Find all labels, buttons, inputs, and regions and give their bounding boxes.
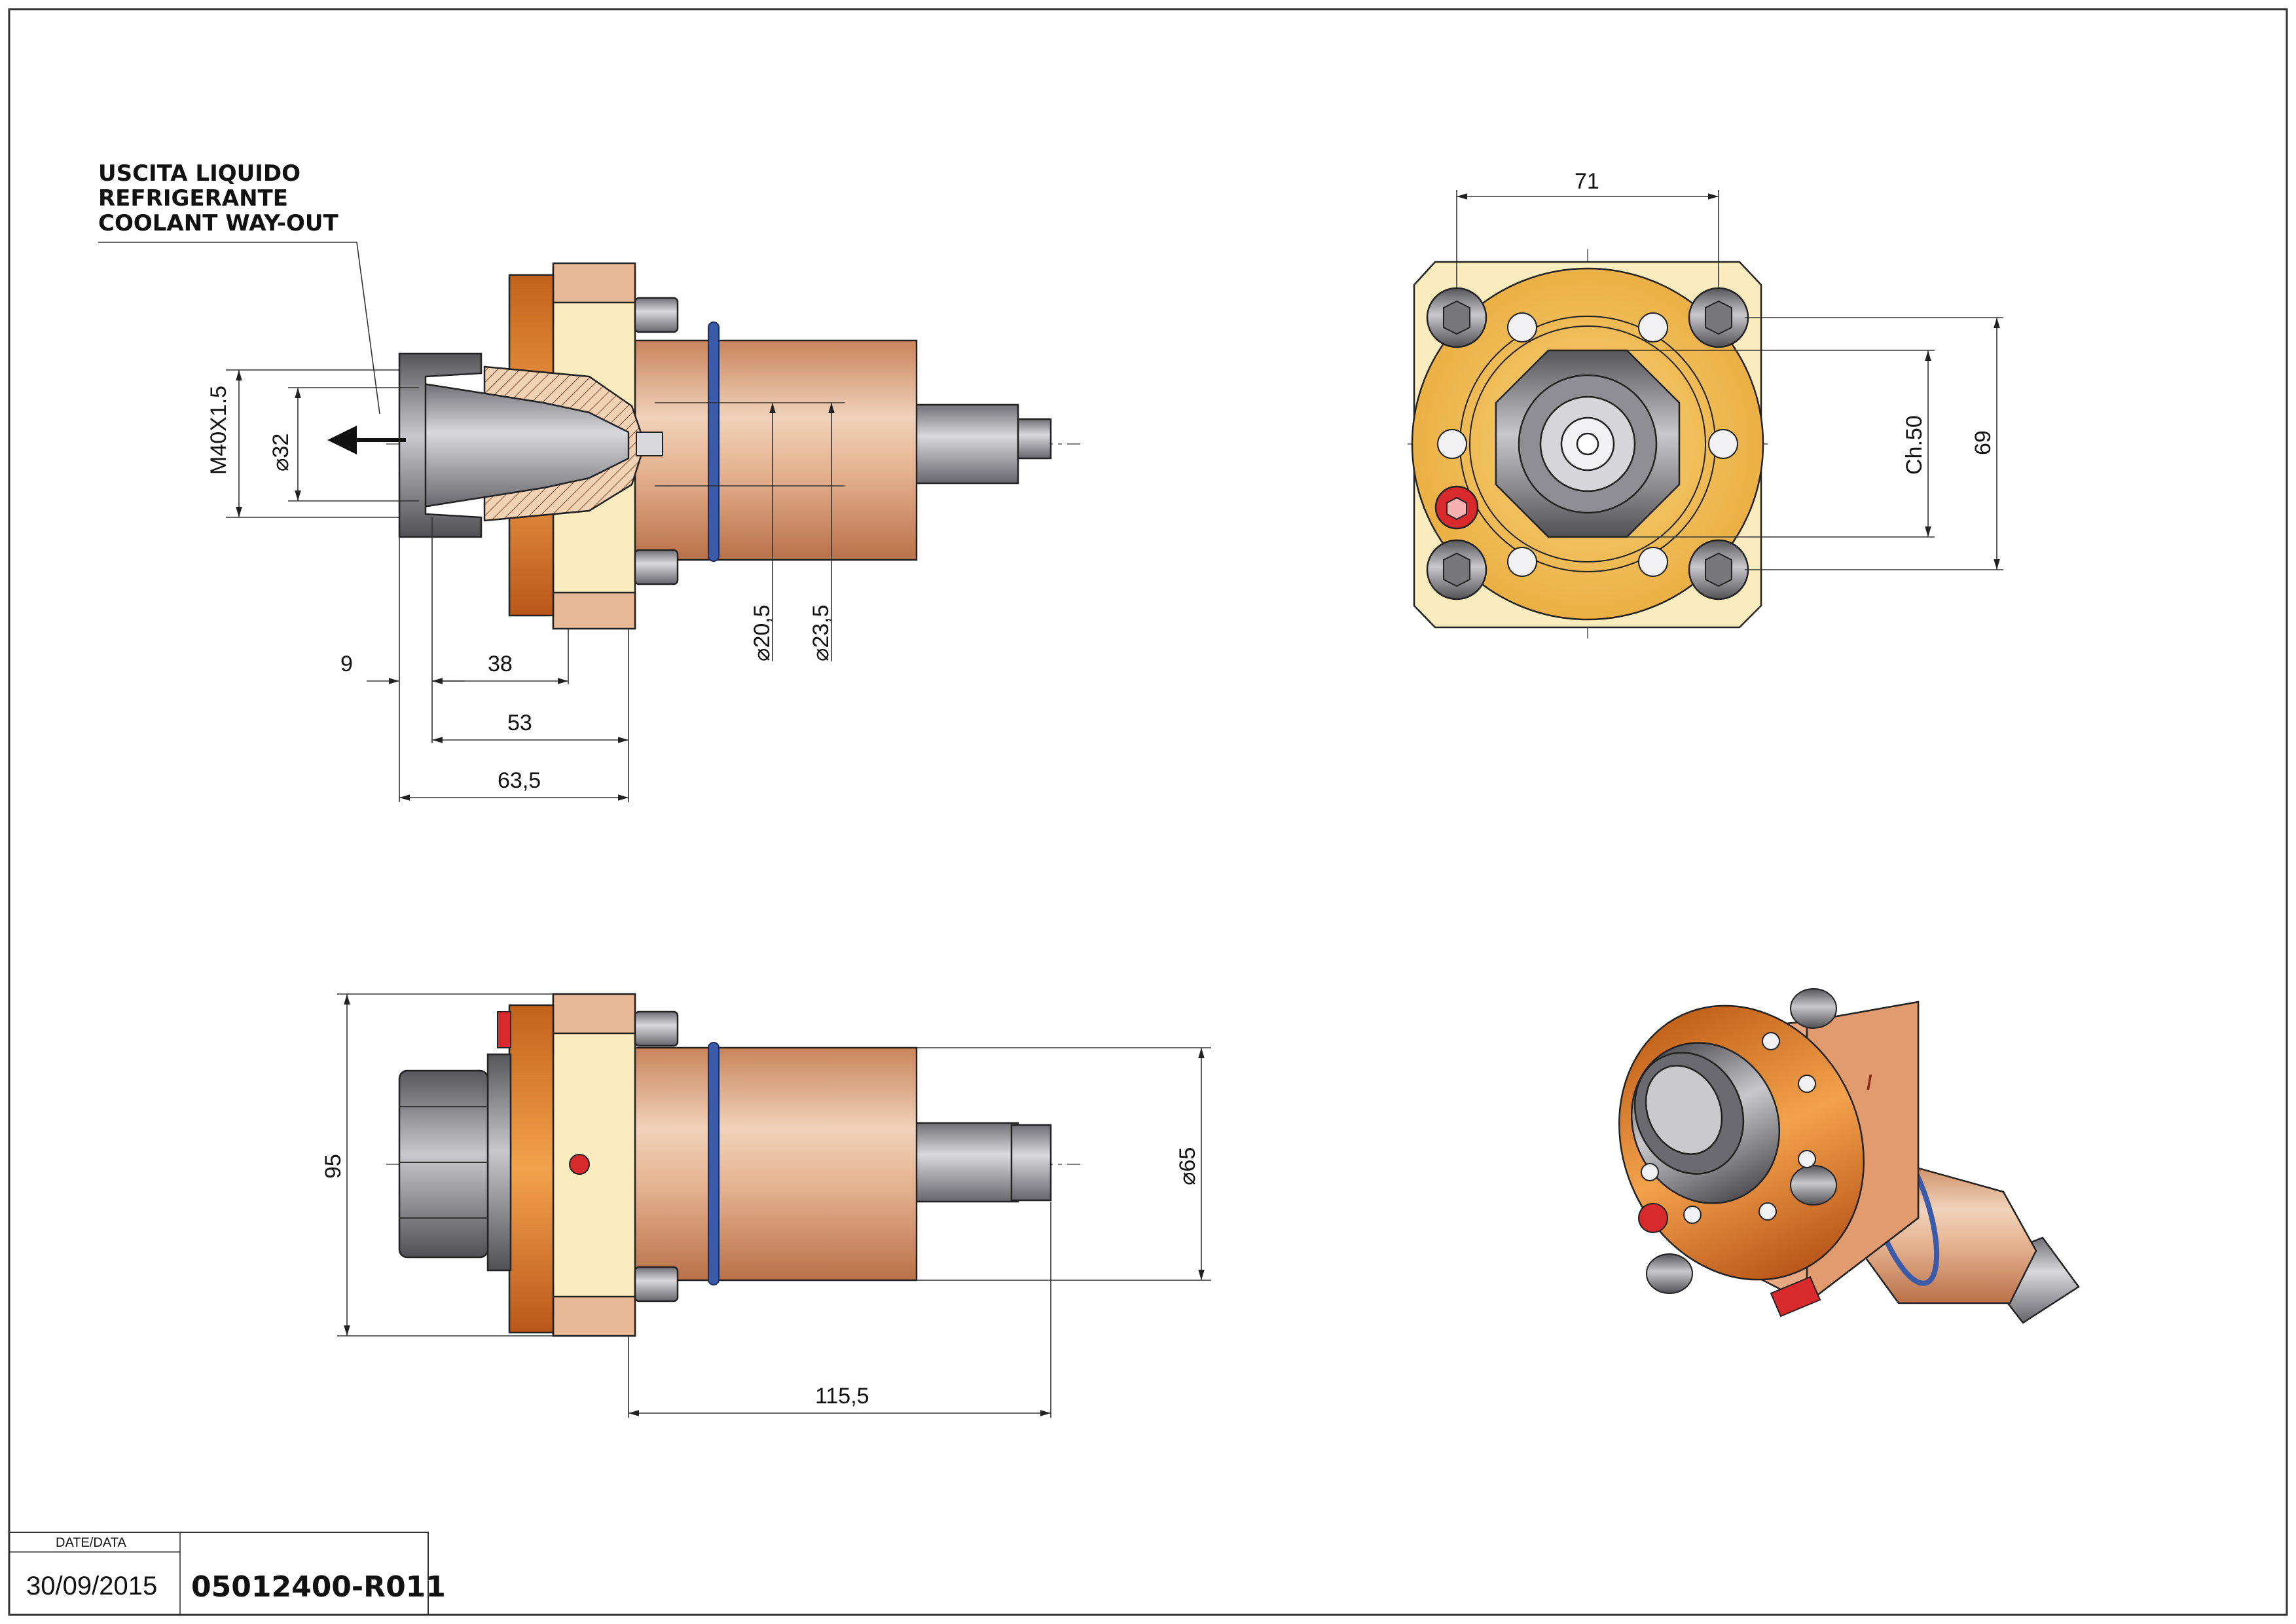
dim-38: 38: [488, 652, 513, 676]
dim-53: 53: [507, 710, 532, 735]
title-block-date-label: DATE/DATA: [56, 1536, 126, 1550]
view2-dimensions: 71 Ch.50 69: [1456, 169, 2003, 570]
coolant-note-line1: USCITA LIQUIDO: [98, 160, 301, 187]
dim-ch50: Ch.50: [1902, 415, 1927, 475]
view3-dimensions: 95 ⌀65 115,5: [321, 993, 1211, 1418]
front-view: [1408, 249, 1768, 638]
isometric-view: ▬▬: [1618, 988, 2080, 1324]
view1-dimensions: M40X1.5 ⌀32 ⌀20,5 ⌀23,5 9 38 53 63,5: [206, 369, 845, 802]
dim-dia-23-5: ⌀23,5: [809, 604, 833, 661]
dim-9: 9: [340, 652, 353, 676]
title-block: DATE/DATA 30/09/2015 05012400-R011: [9, 1532, 446, 1615]
coolant-note: USCITA LIQUIDO REFRIGERANTE COOLANT WAY-…: [98, 160, 380, 415]
dim-thread-m40: M40X1.5: [206, 386, 231, 475]
dim-dia-32: ⌀32: [268, 434, 293, 471]
coolant-note-line2: REFRIGERANTE: [98, 185, 288, 212]
side-view: [386, 993, 1080, 1337]
dim-69: 69: [1971, 430, 1995, 455]
dim-63-5: 63,5: [498, 768, 541, 793]
dim-95: 95: [321, 1154, 346, 1179]
title-block-date: 30/09/2015: [26, 1572, 157, 1600]
svg-text:▬▬: ▬▬: [1862, 1073, 1874, 1090]
coolant-note-line3: COOLANT WAY-OUT: [98, 210, 339, 236]
sheet-border: [8, 8, 2288, 1616]
dim-71: 71: [1575, 169, 1599, 194]
dim-dia-20-5: ⌀20,5: [750, 604, 774, 661]
dim-115-5: 115,5: [815, 1384, 869, 1409]
dim-dia-65: ⌀65: [1175, 1147, 1200, 1185]
title-block-code: 05012400-R011: [191, 1570, 446, 1604]
section-side-view: [327, 262, 1080, 630]
